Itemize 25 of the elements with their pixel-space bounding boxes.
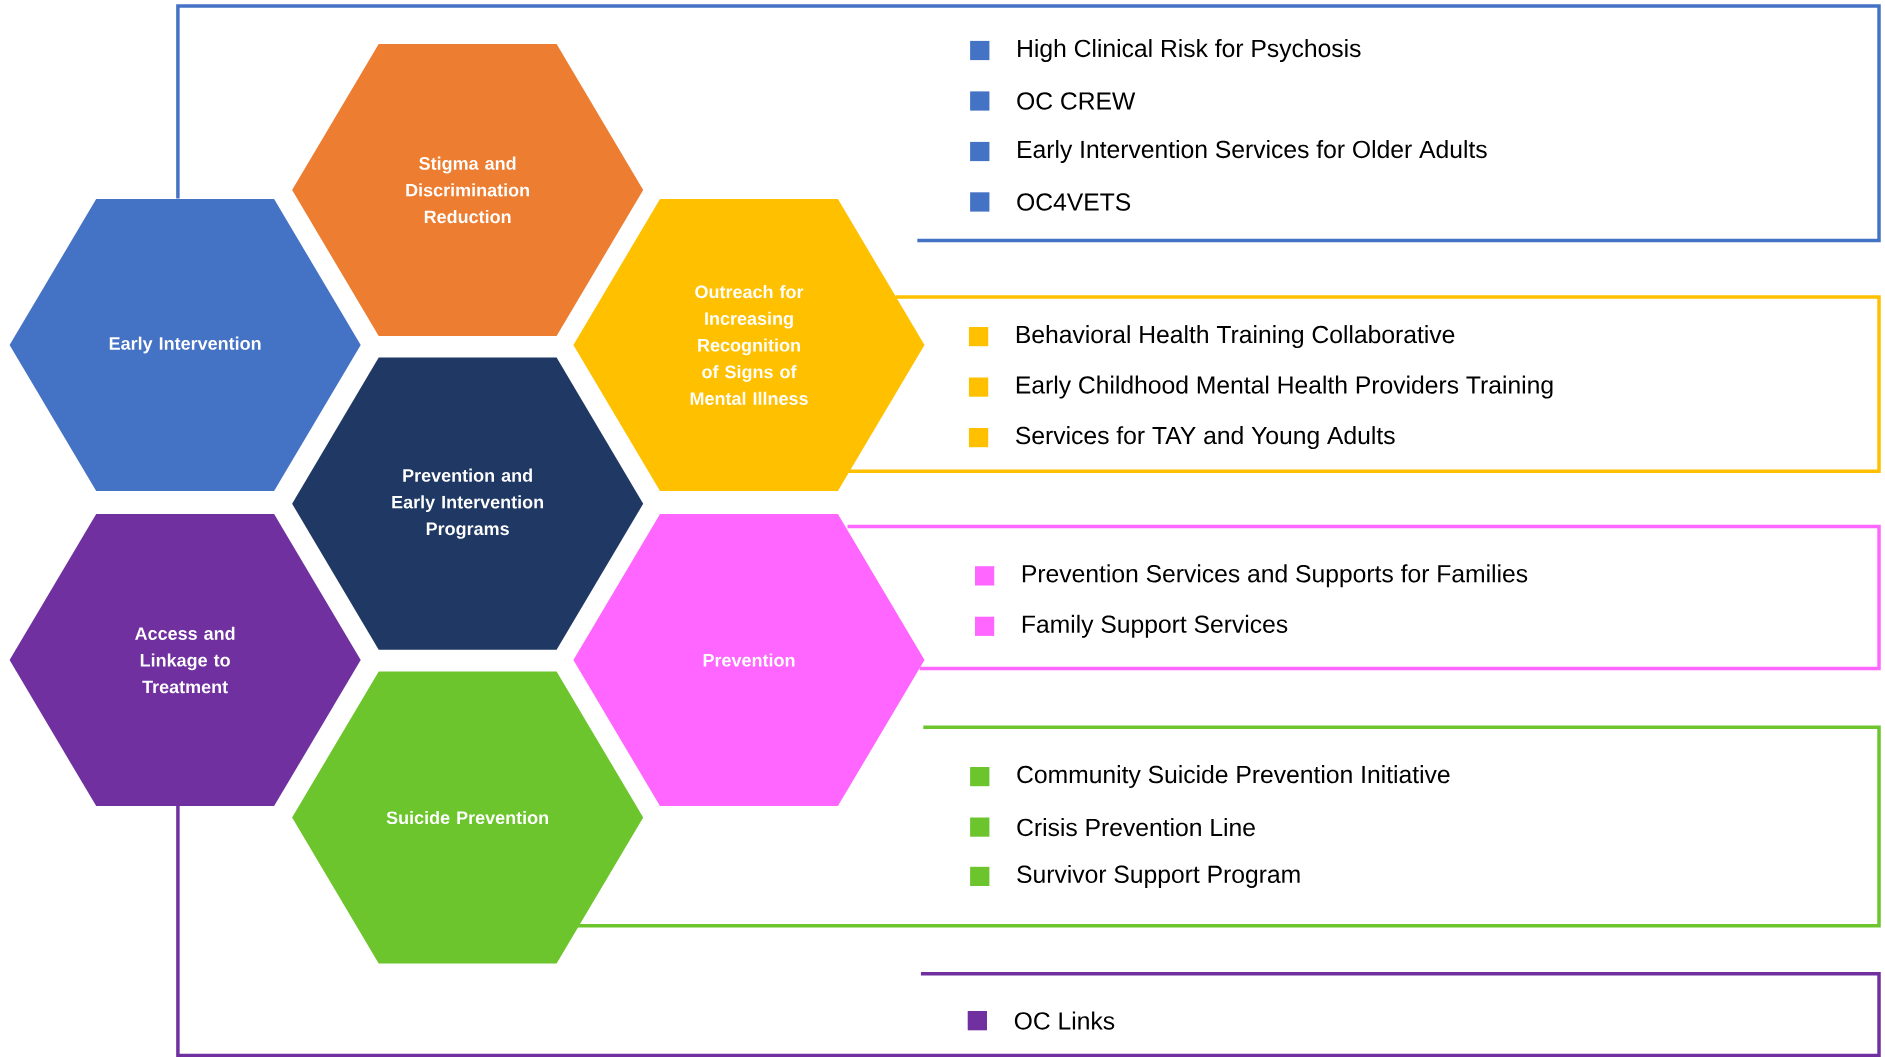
- hexagon: Suicide Prevention: [292, 671, 644, 964]
- hexagon: Prevention and Early Intervention Programs: [292, 357, 644, 650]
- list-item: OC Links: [1014, 1011, 1115, 1030]
- hexagon: Access and Linkage to Treatment: [9, 513, 361, 807]
- list-item: Behavioral Health Training Collaborative: [1016, 325, 1455, 349]
- list-item: OC CREW: [1017, 92, 1136, 110]
- list-frame: [176, 805, 1881, 1057]
- list-frame: [176, 4, 1881, 243]
- hexagon: Prevention: [573, 513, 925, 807]
- list-item: Early Childhood Mental Health Providers Training: [1016, 375, 1553, 399]
- hexagon: Outreach for Increasing Recognition of Signs of Mental Illness: [573, 199, 925, 492]
- hexagon: Stigma and Discrimination Reduction: [292, 43, 644, 336]
- list-item: Survivor Support Program: [1017, 864, 1300, 888]
- list-item: Crisis Prevention Line: [1017, 818, 1255, 837]
- list-frame: [847, 295, 1881, 473]
- list-item: Prevention Services and Supports for Families: [1022, 564, 1528, 588]
- list-item: Early Intervention Services for Older Adults: [1018, 140, 1487, 163]
- hexagon: Early Intervention: [9, 199, 361, 492]
- list-frame: [577, 725, 1881, 928]
- list-item: Services for TAY and Young Adults: [1016, 426, 1395, 450]
- list-item: Family Support Services: [1022, 614, 1288, 638]
- list-frame: [847, 524, 1881, 671]
- list-item: Community Suicide Prevention Initiative: [1017, 765, 1450, 789]
- list-item: OC4VETS: [1017, 193, 1131, 211]
- list-item: High Clinical Risk for Psychosis: [1018, 39, 1361, 62]
